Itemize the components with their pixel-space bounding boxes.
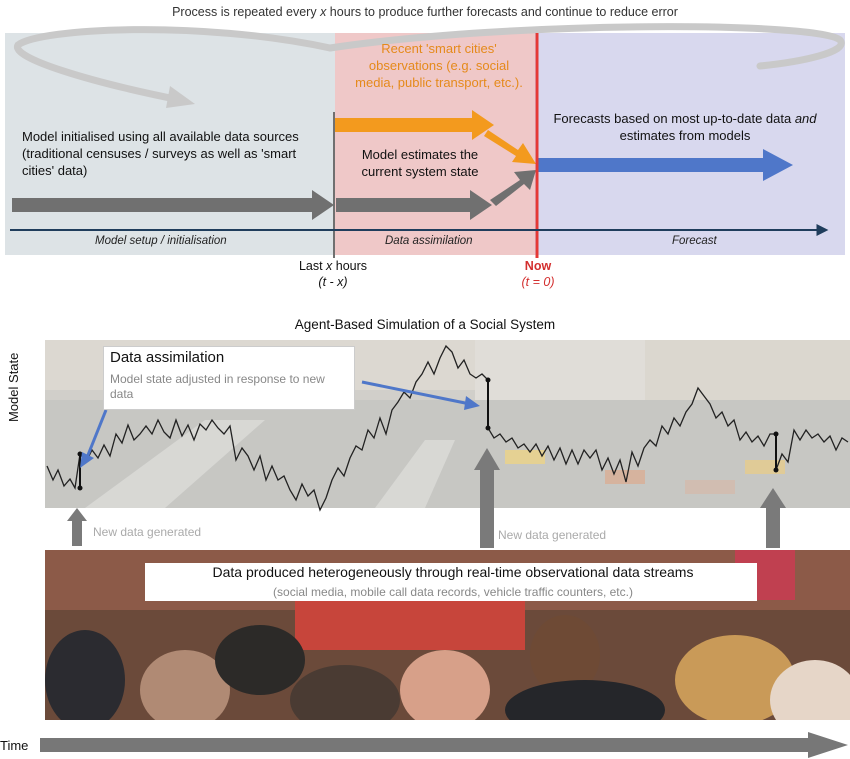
new-data-arrow-2	[480, 468, 494, 548]
model-state-trace	[46, 344, 849, 512]
simulation-title: Agent-Based Simulation of a Social Syste…	[294, 317, 556, 332]
time-arrow	[40, 732, 848, 758]
callout-arrow-left	[84, 409, 108, 461]
assimilation-grey-arrow	[336, 198, 472, 212]
callout-arrow-right	[361, 380, 471, 406]
now-label: Now (t = 0)	[521, 259, 555, 289]
observations-arrow	[334, 118, 474, 132]
top-diagram-graphics	[10, 23, 845, 258]
callout-body: Model state adjusted in response to new …	[110, 372, 325, 401]
estimate-diagonal-arrow	[490, 170, 536, 206]
last-x-hours-label: Last x hours (t - x)	[298, 259, 368, 289]
time-label: Time	[0, 738, 29, 753]
new-data-arrow-1	[72, 520, 82, 546]
new-data-label-1: New data generated	[93, 525, 202, 539]
setup-arrow	[12, 198, 314, 212]
repeat-loop-arrow	[14, 26, 334, 104]
forecast-arrow	[537, 158, 765, 172]
new-data-arrow-3	[766, 506, 780, 548]
phase-label-assimilation: Data assimilation	[385, 235, 473, 247]
process-repeat-caption: Process is repeated every x hours to pro…	[172, 5, 678, 19]
model-estimates-text: Model estimates the current system state	[361, 147, 479, 179]
phase-label-setup: Model setup / initialisation	[95, 235, 227, 247]
forecasts-text: Forecasts based on most up-to-date data …	[553, 111, 817, 143]
data-streams-subtitle: (social media, mobile call data records,…	[273, 585, 633, 599]
initialisation-text: Model initialised using all available da…	[22, 129, 299, 178]
new-data-label-2: New data generated	[498, 528, 607, 542]
repeat-loop-arrowhead	[166, 86, 195, 108]
observations-diagonal-arrow	[484, 130, 536, 164]
assimilation-callout	[103, 346, 355, 410]
data-streams-box	[145, 563, 757, 601]
forecast-region	[535, 33, 845, 255]
smart-cities-text: Recent 'smart cities' observations (e.g.…	[355, 41, 523, 90]
data-streams-title: Data produced heterogeneously through re…	[212, 564, 694, 580]
phase-label-forecast: Forecast	[672, 235, 717, 247]
model-state-graphics	[46, 344, 849, 548]
callout-title: Data assimilation	[110, 349, 225, 366]
